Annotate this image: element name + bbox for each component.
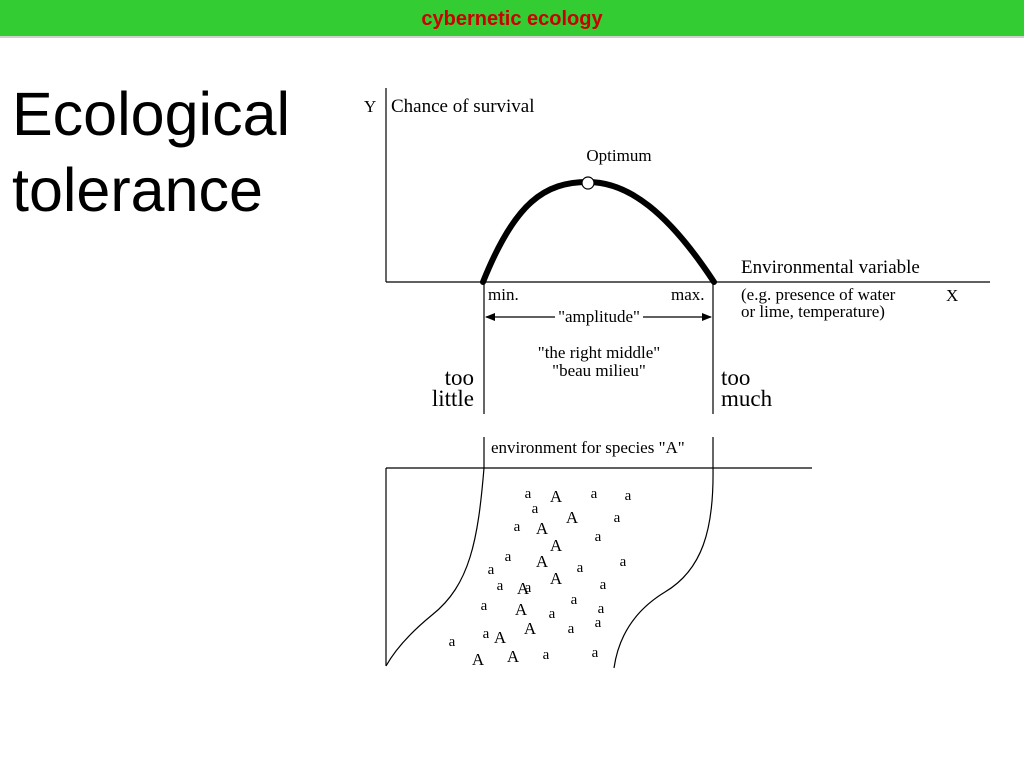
species-letter-big: A bbox=[566, 508, 579, 527]
tolerance-curve bbox=[480, 178, 717, 285]
x-example-line-2: or lime, temperature) bbox=[741, 302, 885, 321]
species-letter-big: A bbox=[536, 519, 549, 538]
y-axis-label: Chance of survival bbox=[391, 96, 535, 117]
environment-label: environment for species "A" bbox=[491, 438, 685, 457]
species-letter-small: a bbox=[591, 486, 598, 502]
too-little-line-1: too bbox=[445, 365, 474, 390]
species-letter-small: a bbox=[449, 634, 456, 650]
species-letter-small: a bbox=[481, 598, 488, 614]
species-letter-small: a bbox=[614, 510, 621, 526]
species-letter-small: a bbox=[483, 626, 490, 642]
species-letter-big: A bbox=[494, 628, 507, 647]
x-axis-letter: X bbox=[946, 286, 958, 305]
middle-line-2: "beau milieu" bbox=[552, 361, 646, 380]
species-letter-big: A bbox=[536, 552, 549, 571]
species-letter-small: a bbox=[600, 577, 607, 593]
species-letter-small: a bbox=[595, 529, 602, 545]
species-letter-small: a bbox=[549, 606, 556, 622]
x-axis-label: Environmental variable bbox=[741, 257, 920, 278]
species-letter-small: a bbox=[592, 645, 599, 661]
max-label: max. bbox=[671, 285, 705, 304]
species-letter-small: a bbox=[514, 519, 521, 535]
optimum-point bbox=[581, 176, 595, 190]
species-letter-small: a bbox=[497, 578, 504, 594]
slide-title-line-1: Ecological bbox=[12, 80, 291, 148]
species-letter-small: a bbox=[525, 580, 532, 596]
slide-title-line-2: tolerance bbox=[12, 156, 263, 224]
header-title: cybernetic ecology bbox=[421, 8, 603, 30]
species-letter-big: A bbox=[507, 647, 520, 666]
species-letter-small: a bbox=[625, 488, 632, 504]
species-letter-small: a bbox=[505, 549, 512, 565]
x-example-line-1: (e.g. presence of water bbox=[741, 285, 896, 304]
species-letter-small: a bbox=[620, 554, 627, 570]
optimum-label: Optimum bbox=[586, 146, 651, 165]
species-letter-small: a bbox=[595, 615, 602, 631]
species-letter-big: A bbox=[550, 536, 563, 555]
species-letter-small: a bbox=[488, 562, 495, 578]
species-letter-small: a bbox=[571, 592, 578, 608]
middle-line-1: "the right middle" bbox=[538, 343, 660, 362]
species-letter-small: a bbox=[577, 560, 584, 576]
species-letter-big: A bbox=[472, 650, 485, 669]
species-letter-big: A bbox=[550, 487, 563, 506]
y-axis-letter: Y bbox=[364, 97, 376, 116]
env-right-curve bbox=[613, 467, 714, 669]
amplitude-label: "amplitude" bbox=[558, 307, 640, 326]
slide-title: Ecological tolerance bbox=[12, 76, 290, 228]
too-much-line-1: too bbox=[721, 365, 750, 390]
too-little-line-2: little bbox=[432, 386, 474, 411]
species-letter-big: A bbox=[517, 579, 530, 598]
too-much-line-2: much bbox=[721, 386, 773, 411]
species-letter-small: a bbox=[525, 486, 532, 502]
species-letter-small: a bbox=[598, 601, 605, 617]
env-left-curve bbox=[385, 467, 485, 667]
species-letter-big: A bbox=[515, 600, 528, 619]
species-letter-big: A bbox=[524, 619, 537, 638]
header-bar: cybernetic ecology bbox=[0, 0, 1024, 38]
species-letter-small: a bbox=[568, 621, 575, 637]
species-letter-big: A bbox=[550, 569, 563, 588]
species-letter-small: a bbox=[532, 501, 539, 517]
species-letter-small: a bbox=[543, 647, 550, 663]
min-label: min. bbox=[488, 285, 519, 304]
